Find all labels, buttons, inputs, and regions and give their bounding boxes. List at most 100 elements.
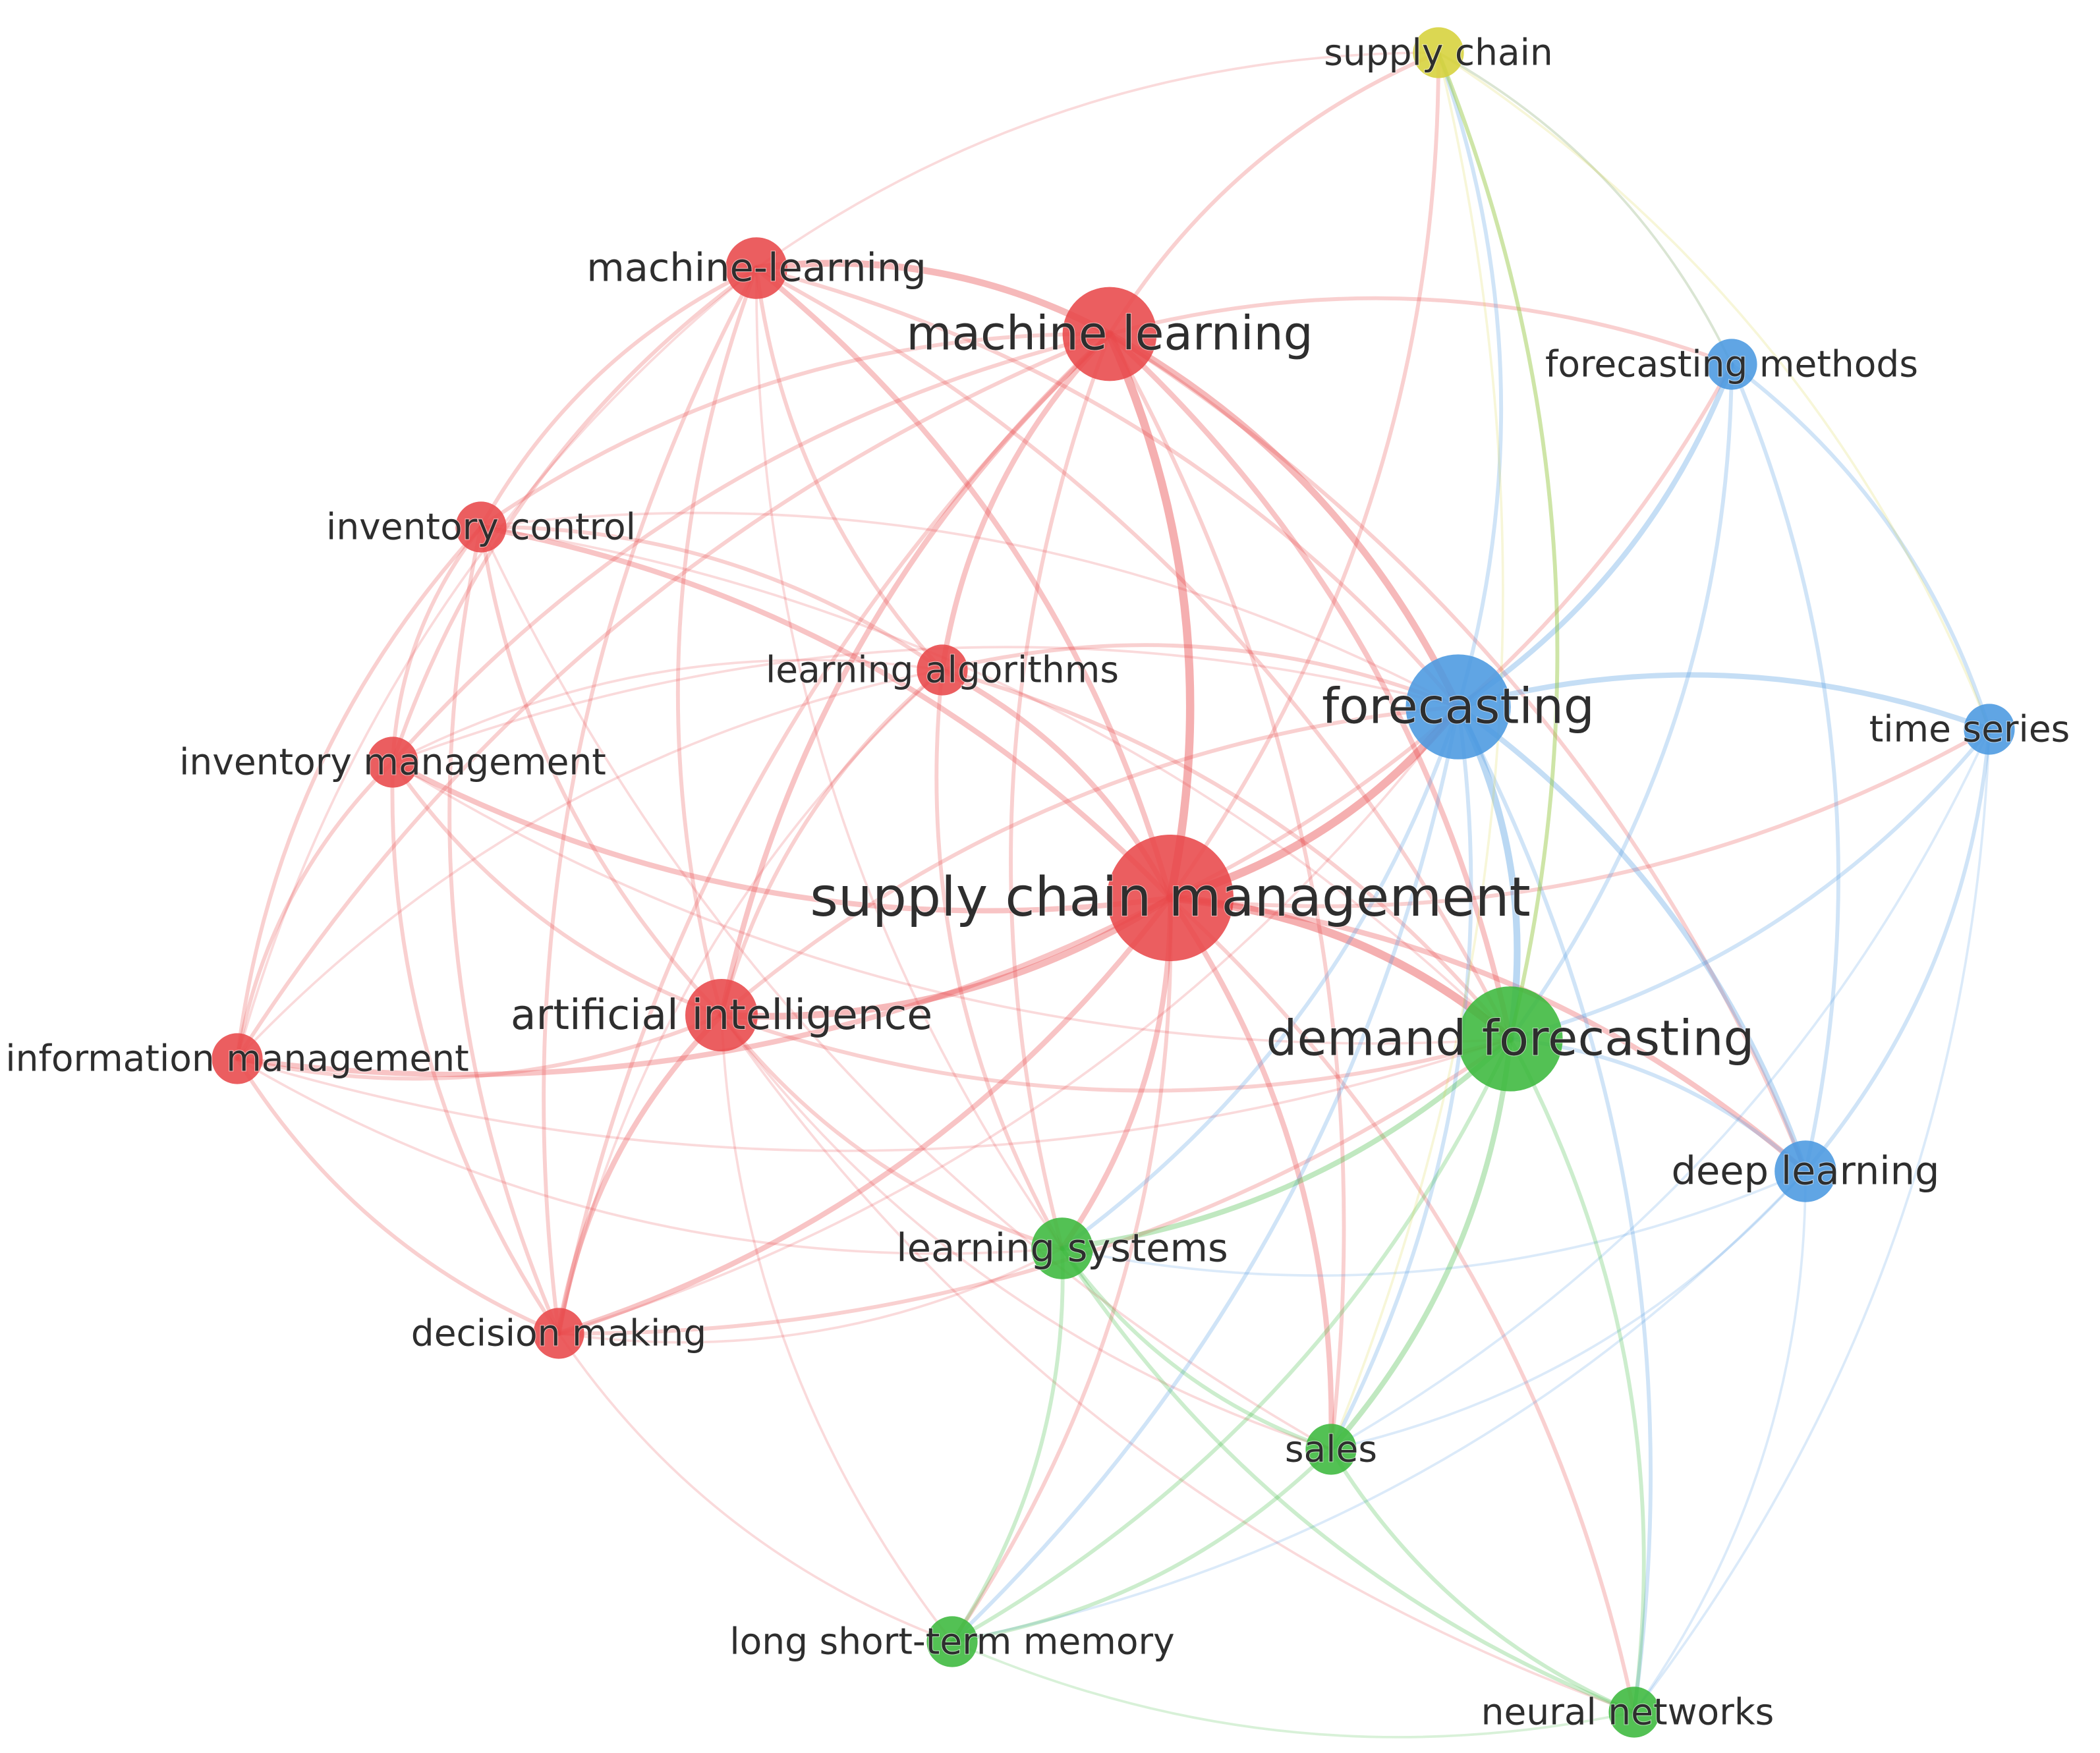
edge-mlh-sc <box>755 51 1440 269</box>
edge-df-nn <box>1508 1037 1646 1714</box>
node-dl[interactable] <box>1774 1140 1836 1202</box>
edge-fc-sc <box>1436 51 1504 709</box>
edge-dl-sales <box>1330 1170 1807 1451</box>
edge-sc-ts <box>1437 51 1991 731</box>
edge-sales-lstm <box>950 1447 1333 1644</box>
edge-fc-ts <box>1455 672 1993 733</box>
node-df[interactable] <box>1458 986 1563 1092</box>
label-ai: artificial intelligence <box>511 991 932 1039</box>
edge-ai-fc <box>720 705 1460 1017</box>
edge-ml-ls <box>1009 332 1112 1250</box>
node-ic[interactable] <box>455 501 507 553</box>
edge-ml-info <box>235 332 1112 1061</box>
edge-mlh-info <box>236 267 758 1060</box>
node-sc[interactable] <box>1413 27 1464 78</box>
edge-ic-ai <box>479 525 724 1017</box>
edge-im-ai <box>391 760 724 1017</box>
node-layer <box>212 27 2015 1738</box>
edge-ml-sc <box>1108 51 1440 336</box>
node-ml[interactable] <box>1062 287 1157 381</box>
edge-info-dm <box>235 1057 561 1335</box>
edge-ic-dm <box>447 525 561 1335</box>
edge-dm-fc <box>557 706 1460 1335</box>
edge-dm-lstm <box>557 1332 953 1643</box>
node-ts[interactable] <box>1964 704 2015 755</box>
edge-mlh-fc <box>754 266 1460 709</box>
edge-scm-dl <box>1167 895 1809 1175</box>
edge-ai-info <box>235 1013 724 1081</box>
edge-dl-nn <box>1633 1170 1807 1713</box>
edge-ts-df <box>1508 727 1991 1041</box>
edge-im-df <box>391 761 1512 1045</box>
label-df: demand forecasting <box>1266 1011 1754 1067</box>
label-ml: machine learning <box>906 306 1313 360</box>
edge-scm-im <box>389 759 1174 914</box>
node-ls[interactable] <box>1031 1217 1093 1279</box>
edge-ic-fc <box>480 511 1460 708</box>
edge-ml-df <box>1106 331 1514 1042</box>
edge-scm-ic <box>478 524 1174 901</box>
edge-dm-ls <box>557 1247 1064 1344</box>
node-scm[interactable] <box>1107 835 1234 961</box>
node-mlh[interactable] <box>725 237 787 299</box>
node-lstm[interactable] <box>926 1616 978 1667</box>
edge-la-ai <box>720 668 944 1017</box>
edge-ai-lstm <box>720 1014 953 1643</box>
node-la[interactable] <box>917 644 968 696</box>
edge-mlh-ic <box>479 266 758 529</box>
edge-mlh-im <box>391 266 758 764</box>
edge-im-info <box>235 760 395 1061</box>
edge-lstm-nn <box>951 1640 1635 1739</box>
node-nn[interactable] <box>1608 1686 1660 1738</box>
node-dm[interactable] <box>533 1308 584 1359</box>
edge-fm-ts <box>1730 362 1991 731</box>
edge-ts-sales <box>1330 728 1991 1451</box>
edge-ml-fm <box>1108 296 1734 366</box>
node-ai[interactable] <box>685 979 758 1051</box>
node-fm[interactable] <box>1706 339 1757 390</box>
edge-df-sales <box>1328 1036 1514 1453</box>
edge-sc-df <box>1436 51 1560 1041</box>
edge-mlh-ls <box>755 267 1064 1250</box>
edge-df-sc <box>1436 51 1560 1041</box>
edge-mlh-dm <box>542 266 758 1335</box>
edge-ml-ic <box>479 331 1112 529</box>
label-sc: supply chain <box>1324 31 1553 73</box>
edge-la-im <box>391 659 944 764</box>
label-fc: forecasting <box>1322 679 1595 735</box>
edge-dl-lstm <box>951 1170 1807 1643</box>
edge-ml-fc <box>1106 330 1462 711</box>
edge-sc-sales <box>1330 51 1504 1451</box>
node-sales[interactable] <box>1305 1424 1357 1475</box>
edge-fc-fm <box>1455 361 1735 710</box>
label-nn: neural networks <box>1481 1690 1774 1733</box>
edge-info-df <box>236 1038 1512 1152</box>
edge-ai-nn <box>720 1014 1635 1713</box>
edge-ml-sales <box>1108 332 1346 1451</box>
edge-scm-nn <box>1168 896 1636 1714</box>
node-info[interactable] <box>212 1033 263 1084</box>
label-ls: learning systems <box>896 1225 1228 1271</box>
edge-la-info <box>236 669 944 1060</box>
node-im[interactable] <box>367 737 418 788</box>
edge-fc-nn <box>1456 705 1653 1714</box>
edge-scm-mlh <box>753 265 1174 901</box>
edge-ts-dl <box>1803 727 1991 1173</box>
edge-fm-sc <box>1437 51 1733 366</box>
edge-info-ls <box>236 1057 1064 1255</box>
node-fc[interactable] <box>1405 654 1511 760</box>
edge-dl-ls <box>1061 1170 1807 1277</box>
edge-ic-info <box>235 525 483 1061</box>
edge-ai-sales <box>720 1014 1332 1451</box>
label-mlh: machine-learning <box>586 245 926 291</box>
edge-ic-im <box>391 525 483 764</box>
edge-ts-nn <box>1633 728 1991 1713</box>
edge-ls-sales <box>1060 1246 1333 1451</box>
edge-fm-dl <box>1730 362 1840 1173</box>
edge-mlh-df <box>754 266 1512 1041</box>
edge-fc-sales <box>1329 705 1473 1451</box>
edge-ml-ai <box>718 331 1113 1018</box>
edge-ic-df <box>480 526 1512 1040</box>
edge-la-dm <box>557 669 944 1335</box>
